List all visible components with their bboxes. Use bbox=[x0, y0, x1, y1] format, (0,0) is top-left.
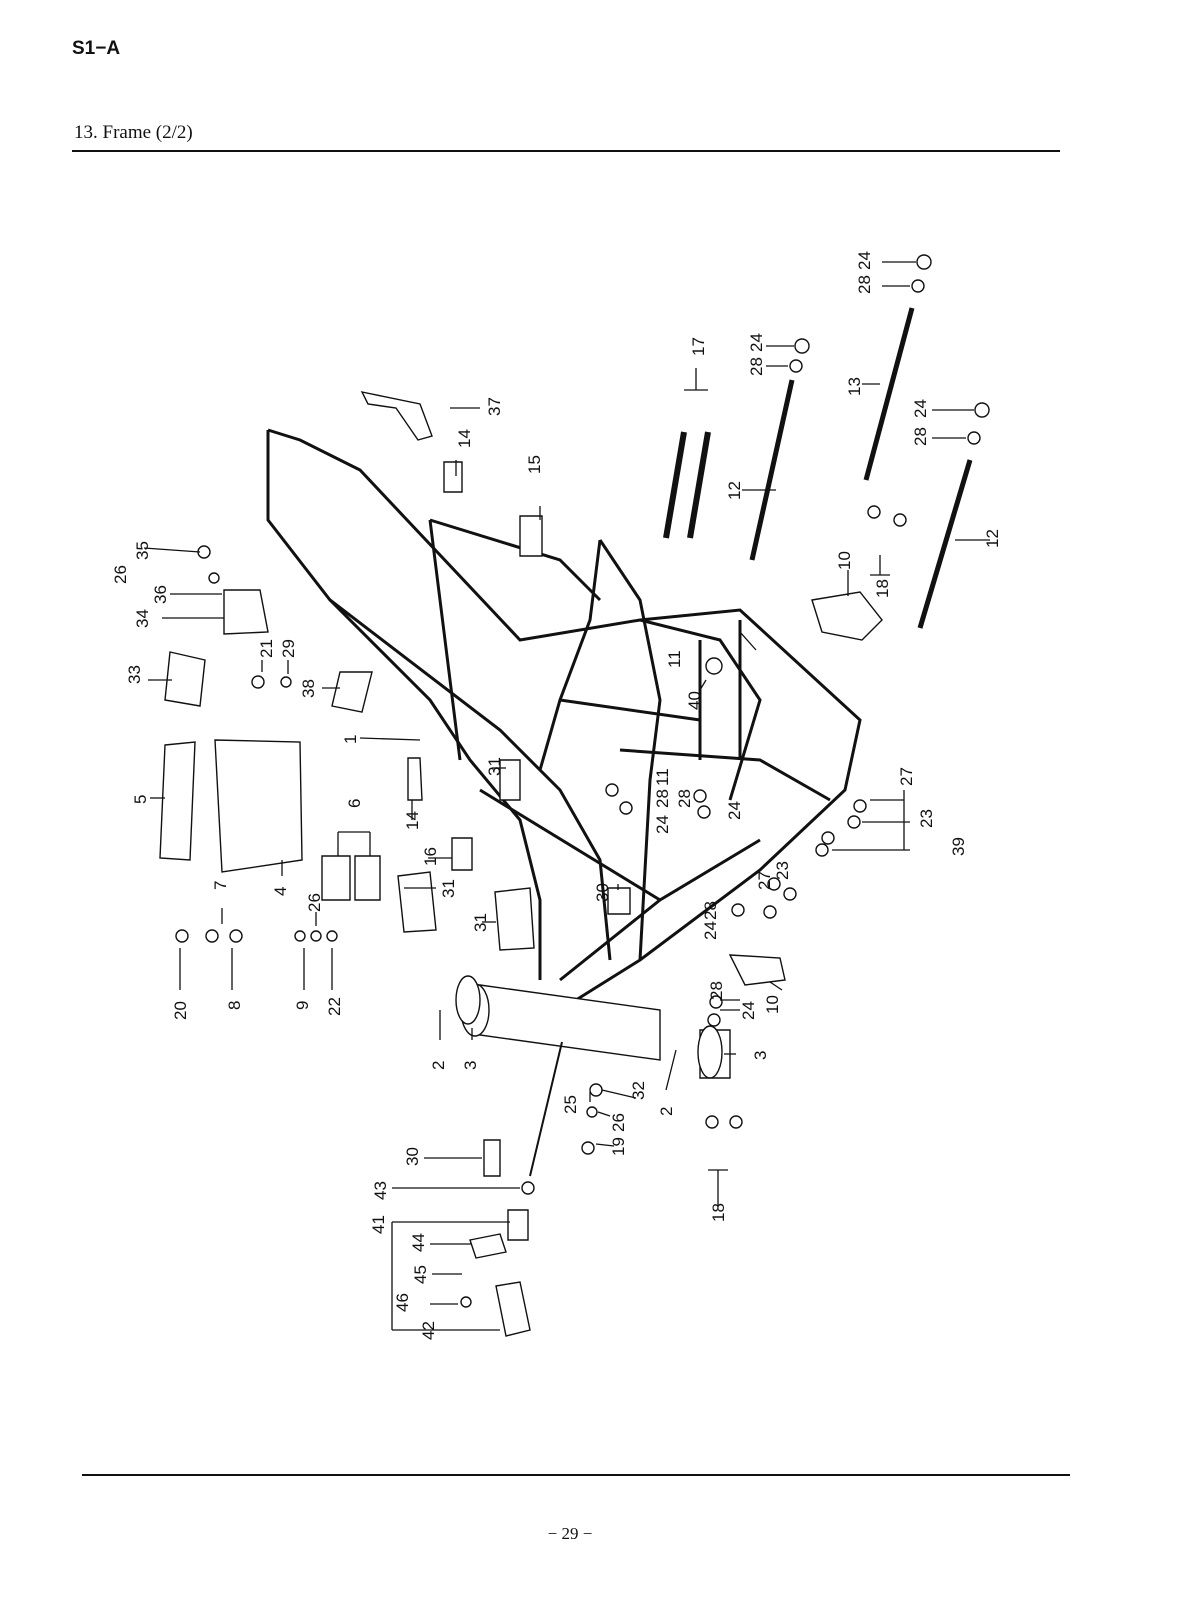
callout-43: 43 bbox=[371, 1181, 390, 1200]
callout-37: 37 bbox=[485, 397, 504, 416]
callout-41: 41 bbox=[369, 1215, 388, 1234]
callout-31: 31 bbox=[471, 913, 490, 932]
callout-31: 31 bbox=[485, 757, 504, 776]
callout-24: 24 bbox=[725, 801, 744, 820]
callout-20: 20 bbox=[171, 1001, 190, 1020]
callout-6: 6 bbox=[345, 799, 364, 808]
callout-45: 45 bbox=[411, 1265, 430, 1284]
callout-28: 28 bbox=[701, 901, 720, 920]
callout-27: 27 bbox=[755, 871, 774, 890]
callout-24: 24 bbox=[911, 399, 930, 418]
callout-19: 19 bbox=[609, 1137, 628, 1156]
callout-4: 4 bbox=[271, 887, 290, 896]
callout-44: 44 bbox=[409, 1233, 428, 1252]
footer-rule bbox=[82, 1474, 1070, 1476]
callout-14: 14 bbox=[455, 429, 474, 448]
callout-31: 31 bbox=[439, 879, 458, 898]
callout-10: 10 bbox=[763, 995, 782, 1014]
callout-9: 9 bbox=[293, 1001, 312, 1010]
callout-24: 24 bbox=[855, 251, 874, 270]
callout-28: 28 bbox=[855, 275, 874, 294]
callout-28: 28 bbox=[675, 789, 694, 808]
callout-30: 30 bbox=[403, 1147, 422, 1166]
callout-33: 33 bbox=[125, 665, 144, 684]
callout-24: 24 bbox=[701, 921, 720, 940]
page-number: − 29 − bbox=[547, 1524, 593, 1543]
callout-23: 23 bbox=[917, 809, 936, 828]
callout-10: 10 bbox=[835, 551, 854, 570]
callout-15: 15 bbox=[525, 455, 544, 474]
callout-14: 14 bbox=[403, 811, 422, 830]
callout-1: 1 bbox=[341, 735, 360, 744]
callout-3: 3 bbox=[461, 1061, 480, 1070]
callout-38: 38 bbox=[299, 679, 318, 698]
callout-34: 34 bbox=[133, 609, 152, 628]
header-rule bbox=[72, 150, 1060, 152]
callout-28: 28 bbox=[653, 789, 672, 808]
callout-8: 8 bbox=[225, 1001, 244, 1010]
callout-46: 46 bbox=[393, 1293, 412, 1312]
callout-39: 39 bbox=[949, 837, 968, 856]
callout-2: 2 bbox=[657, 1107, 676, 1116]
callout-21: 21 bbox=[257, 639, 276, 658]
callout-3: 3 bbox=[751, 1051, 770, 1060]
callout-12: 12 bbox=[983, 529, 1002, 548]
callout-18: 18 bbox=[873, 579, 892, 598]
callout-7: 7 bbox=[211, 881, 230, 890]
callout-12: 12 bbox=[725, 481, 744, 500]
callout-36: 36 bbox=[151, 585, 170, 604]
callout-24: 24 bbox=[653, 815, 672, 834]
callout-26: 26 bbox=[111, 565, 130, 584]
callout-28: 28 bbox=[747, 357, 766, 376]
callout-11: 11 bbox=[653, 768, 672, 786]
callout-28: 28 bbox=[911, 427, 930, 446]
callout-26: 26 bbox=[609, 1113, 628, 1132]
callout-42: 42 bbox=[419, 1321, 438, 1340]
callout-40: 40 bbox=[685, 691, 704, 710]
callout-26: 26 bbox=[305, 893, 324, 912]
callout-28: 28 bbox=[707, 981, 726, 1000]
callout-18: 18 bbox=[709, 1203, 728, 1222]
page-title: 13. Frame (2/2) bbox=[74, 122, 193, 143]
callout-27: 27 bbox=[897, 767, 916, 786]
callout-16: 16 bbox=[421, 847, 440, 866]
callout-32: 32 bbox=[629, 1081, 648, 1100]
callout-24: 24 bbox=[739, 1001, 758, 1020]
callout-2: 2 bbox=[429, 1061, 448, 1070]
callout-35: 35 bbox=[133, 541, 152, 560]
callout-5: 5 bbox=[131, 795, 150, 804]
document-code: S1−A bbox=[72, 38, 121, 59]
callout-17: 17 bbox=[689, 337, 708, 356]
callout-29: 29 bbox=[279, 639, 298, 658]
callout-30: 30 bbox=[593, 883, 612, 902]
callout-25: 25 bbox=[561, 1095, 580, 1114]
callout-13: 13 bbox=[845, 377, 864, 396]
callout-11: 11 bbox=[665, 650, 684, 668]
callout-24: 24 bbox=[747, 333, 766, 352]
frame-drawing bbox=[159, 391, 883, 1337]
callout-22: 22 bbox=[325, 997, 344, 1016]
callout-23: 23 bbox=[773, 861, 792, 880]
